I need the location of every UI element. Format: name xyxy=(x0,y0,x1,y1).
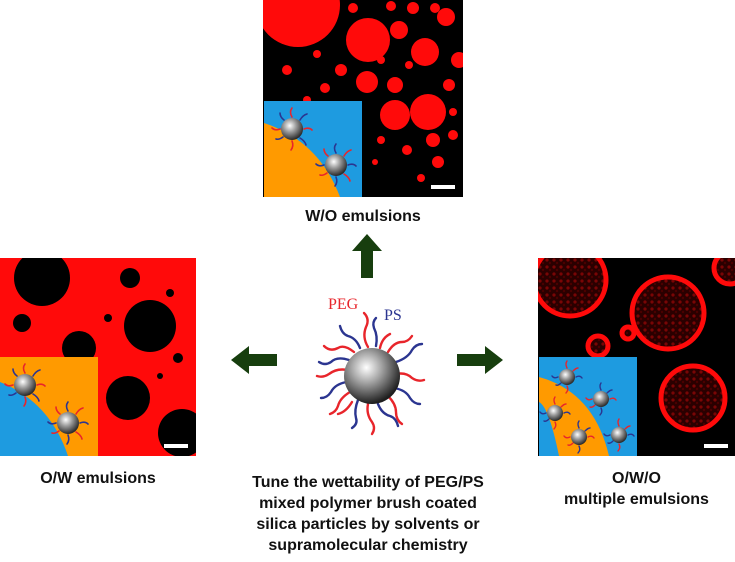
center-caption-line-2: mixed polymer brush coated xyxy=(259,495,477,512)
polymer-brush-particle-diagram: PEG PS xyxy=(292,292,444,462)
center-caption-line-1: Tune the wettability of PEG/PS xyxy=(252,474,484,491)
arrow-left-icon xyxy=(231,346,277,374)
silica-particle-icon xyxy=(344,348,400,404)
arrow-right-icon xyxy=(457,346,503,374)
wo-caption: W/O emulsions xyxy=(305,208,421,225)
peg-label: PEG xyxy=(328,296,359,313)
center-caption-line-3: silica particles by solvents or xyxy=(256,516,480,533)
owo-interface-inset xyxy=(539,357,637,456)
owo-caption-line-1: O/W/O xyxy=(612,470,661,487)
ps-label: PS xyxy=(384,307,402,324)
center-caption-line-4: supramolecular chemistry xyxy=(268,537,468,554)
owo-caption-line-2: multiple emulsions xyxy=(564,491,709,508)
wo-interface-inset xyxy=(264,101,362,197)
arrow-up-icon xyxy=(352,234,382,278)
ow-interface-inset xyxy=(0,357,98,456)
ow-caption: O/W emulsions xyxy=(40,470,156,487)
